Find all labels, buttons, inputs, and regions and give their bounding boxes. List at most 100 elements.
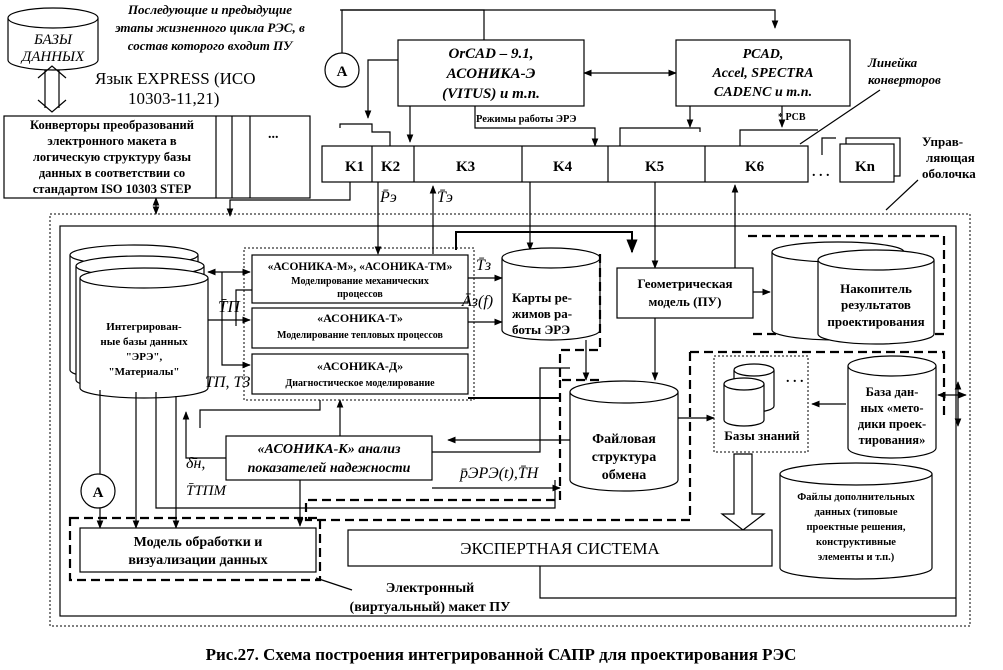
extra-files-label-4: конструктивные — [816, 537, 896, 548]
pcad-block: PCAD, Accel, SPECTRA CADENC и т.п. — [675, 39, 851, 107]
kn-block: Kn — [839, 137, 901, 183]
k3-label: K3 — [456, 159, 475, 175]
asonika-m-label-2: Моделирование механических — [291, 276, 429, 287]
k2-label: K2 — [381, 159, 400, 175]
processing-block: Модель обработки и визуализации данных — [79, 527, 317, 573]
shell-pointer — [885, 179, 919, 211]
knowledge-frame — [713, 355, 809, 453]
bold-route-top — [455, 231, 638, 254]
asonika-d-route — [199, 400, 321, 428]
results-label-1: Накопитель — [840, 281, 912, 296]
asonika-d-block: «АСОНИКА-Д» Диагностическое моделировани… — [251, 353, 469, 395]
k-tab-3 — [739, 129, 818, 146]
orcad-block: OrCAD – 9.1, АСОНИКА-Э (VITUS) и т.п. — [397, 39, 585, 107]
orcad-to-k4 — [474, 106, 599, 147]
methods-db-label-2: ных «мето- — [860, 401, 923, 415]
asonika-t-label-2: Моделирование тепловых процессов — [277, 330, 444, 341]
sym-tp-tz: TП, TЗ — [205, 374, 250, 391]
integrated-db-label-3: "ЭРЭ", — [126, 351, 163, 363]
sym-delta: δ̄н, — [186, 455, 205, 472]
route-lifecycle — [340, 9, 779, 29]
results-label-3: проектирования — [827, 314, 924, 329]
lifecycle-note-1: Последующие и предыдущие — [127, 2, 292, 17]
db-converter-link — [44, 70, 60, 108]
orcad-label-2: АСОНИКА-Э — [446, 66, 536, 82]
k1-label: K1 — [345, 159, 364, 175]
converters-label-1: Конверторы преобразований — [30, 118, 194, 132]
geo-model-label-2: модель (ПУ) — [649, 294, 722, 309]
k1-to-db — [226, 182, 351, 217]
modes-map-cylinder: Карты ре- жимов ра- боты ЭРЭ — [501, 247, 601, 341]
asonika-k-to-files — [432, 367, 570, 453]
lifecycle-note-2: этапы жизненного цикла РЭС, в — [114, 20, 305, 35]
asonika-m-label-1: «АСОНИКА-М», «АСОНИКА-ТМ» — [268, 261, 453, 273]
databases-cylinder: БАЗЫ ДАННЫХ — [7, 7, 99, 71]
modes-map-label-1: Карты ре- — [512, 290, 572, 305]
orcad-label-1: OrCAD – 9.1, — [448, 46, 533, 62]
db-label-2: ДАННЫХ — [20, 49, 85, 65]
asonika-k-label-2: показателей надежности — [248, 461, 411, 476]
file-struct-label-3: обмена — [602, 468, 647, 483]
asonika-t-label-1: «АСОНИКА-Т» — [317, 311, 403, 325]
expert-to-frame — [539, 566, 956, 599]
processing-label-2: визуализации данных — [128, 553, 267, 568]
db-bottom-route — [155, 392, 556, 509]
db-asonika-d-link — [221, 272, 251, 369]
processing-label-1: Модель обработки и — [134, 535, 263, 550]
integrated-db-label-4: "Материалы" — [109, 366, 180, 378]
file-struct-label-1: Файловая — [592, 432, 656, 447]
db-converter-arrowheads — [37, 65, 67, 113]
asonika-k-to-delta — [182, 411, 226, 459]
orcad-to-k1 — [364, 59, 398, 119]
shell-label-3: оболочка — [922, 166, 976, 181]
asonika-group-frame — [243, 247, 475, 401]
k-tab-4 — [821, 137, 836, 155]
asonika-m-label-3: процессов — [337, 289, 383, 300]
modes-map-label-3: боты ЭРЭ — [512, 322, 570, 337]
k-tab-2 — [619, 127, 701, 146]
connector-a-bottom-label: А — [93, 485, 104, 501]
integrated-db-label-1: Интегрирован- — [106, 321, 182, 333]
methods-db-label-4: тирования» — [859, 433, 926, 447]
orcad-label-3: (VITUS) и т.п. — [442, 86, 540, 102]
step-converters-block: ... Конверторы преобразований электронно… — [3, 115, 311, 199]
k-dots: . . . — [812, 165, 830, 180]
converters-dots: ... — [268, 127, 279, 142]
result-dash-left — [558, 254, 602, 382]
methods-db-label-1: База дан- — [866, 385, 919, 399]
asonika-k-block: «АСОНИКА-К» анализ показателей надежност… — [225, 435, 433, 481]
processing-dash-frame — [68, 516, 322, 582]
k4-label: K4 — [553, 159, 573, 175]
converters-label-4: данных в соответствии со — [39, 166, 185, 180]
integrated-db-label-2: ные базы данных — [100, 336, 188, 348]
connector-a-top-label: А — [337, 64, 348, 80]
sym-ttm: T̄ТПМ — [186, 483, 228, 499]
converter-line-label-1: Линейка — [867, 55, 918, 70]
extra-files-label-5: элементы и т.п.) — [818, 552, 895, 563]
expert-system-block: ЭКСПЕРТНАЯ СИСТЕМА — [347, 529, 773, 567]
extra-files-cylinder: Файлы дополнительных данных (типовые про… — [779, 462, 933, 580]
sym-tp: T̄П — [218, 297, 241, 316]
asonika-m-block: «АСОНИКА-М», «АСОНИКА-ТМ» Моделирование … — [251, 254, 469, 304]
asonika-d-label-2: Диагностическое моделирование — [285, 378, 435, 389]
virtual-model-frame — [49, 213, 971, 627]
shell-label-2: ляющая — [926, 150, 975, 165]
kn-label: Kn — [855, 159, 876, 175]
figure-caption: Рис.27. Схема построения интегрированной… — [206, 645, 797, 664]
express-label-1: Язык EXPRESS (ИСО — [95, 69, 256, 88]
results-cylinders: Накопитель результатов проектирования — [771, 241, 935, 345]
sym-prez: p̄ЭРЭ(t),T̄Н — [459, 465, 540, 482]
geo-model-label-1: Геометрическая — [637, 276, 732, 291]
asonika-k-label-1: «АСОНИКА-К» анализ — [258, 442, 401, 457]
methods-db-cylinder: База дан- ных «мето- дики проек- тирован… — [847, 355, 937, 459]
results-label-2: результатов — [841, 297, 911, 312]
sym-az: Āз(f) — [461, 293, 493, 310]
p-e-symbol: P̄э — [379, 189, 397, 206]
db-label-1: БАЗЫ — [33, 32, 73, 48]
extra-files-label-2: данных (типовые — [814, 507, 897, 518]
virtual-model-label-2: (виртуальный) макет ПУ — [350, 600, 511, 615]
converter-line-label-2: конверторов — [868, 72, 941, 87]
pcb-label: * PCB — [778, 112, 806, 123]
converter-line-pointer — [799, 89, 881, 145]
